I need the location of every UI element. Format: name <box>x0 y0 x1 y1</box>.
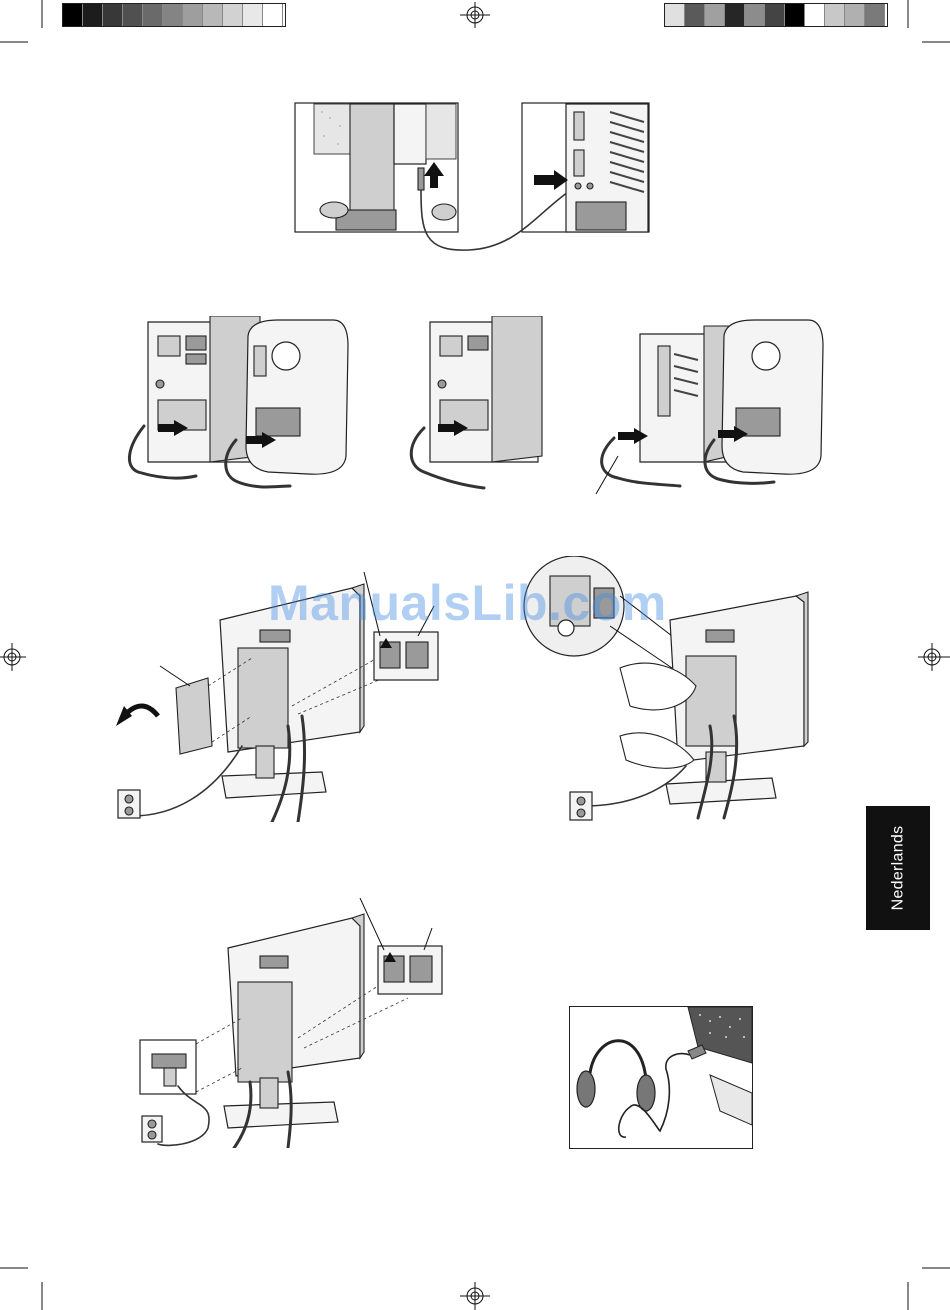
color-swatch <box>143 4 163 26</box>
color-calibration-bar-right <box>664 3 888 27</box>
color-swatch <box>785 4 805 26</box>
color-swatch <box>665 4 685 26</box>
color-swatch <box>123 4 143 26</box>
color-swatch <box>223 4 243 26</box>
color-swatch <box>765 4 785 26</box>
color-swatch <box>685 4 705 26</box>
color-swatch <box>845 4 865 26</box>
color-swatch <box>825 4 845 26</box>
color-swatch <box>243 4 263 26</box>
watermark-text: ManualsLib.com <box>268 574 667 632</box>
color-swatch <box>183 4 203 26</box>
color-swatch <box>705 4 725 26</box>
color-swatch <box>865 4 885 26</box>
color-swatch <box>163 4 183 26</box>
color-swatch <box>725 4 745 26</box>
color-swatch <box>805 4 825 26</box>
color-calibration-bar-left <box>62 3 286 27</box>
language-tab: Nederlands <box>866 806 930 930</box>
color-swatch <box>263 4 283 26</box>
computer-video-cable-illustrations <box>118 316 833 516</box>
color-swatch <box>83 4 103 26</box>
color-swatch <box>203 4 223 26</box>
headphones-figure-frame <box>569 1006 753 1149</box>
color-swatch <box>745 4 765 26</box>
language-tab-label: Nederlands <box>889 826 907 911</box>
headphones-illustration <box>570 1007 752 1148</box>
audio-cable-illustration <box>294 102 654 254</box>
power-cord-illustration <box>138 898 468 1148</box>
color-swatch <box>63 4 83 26</box>
color-swatch <box>103 4 123 26</box>
